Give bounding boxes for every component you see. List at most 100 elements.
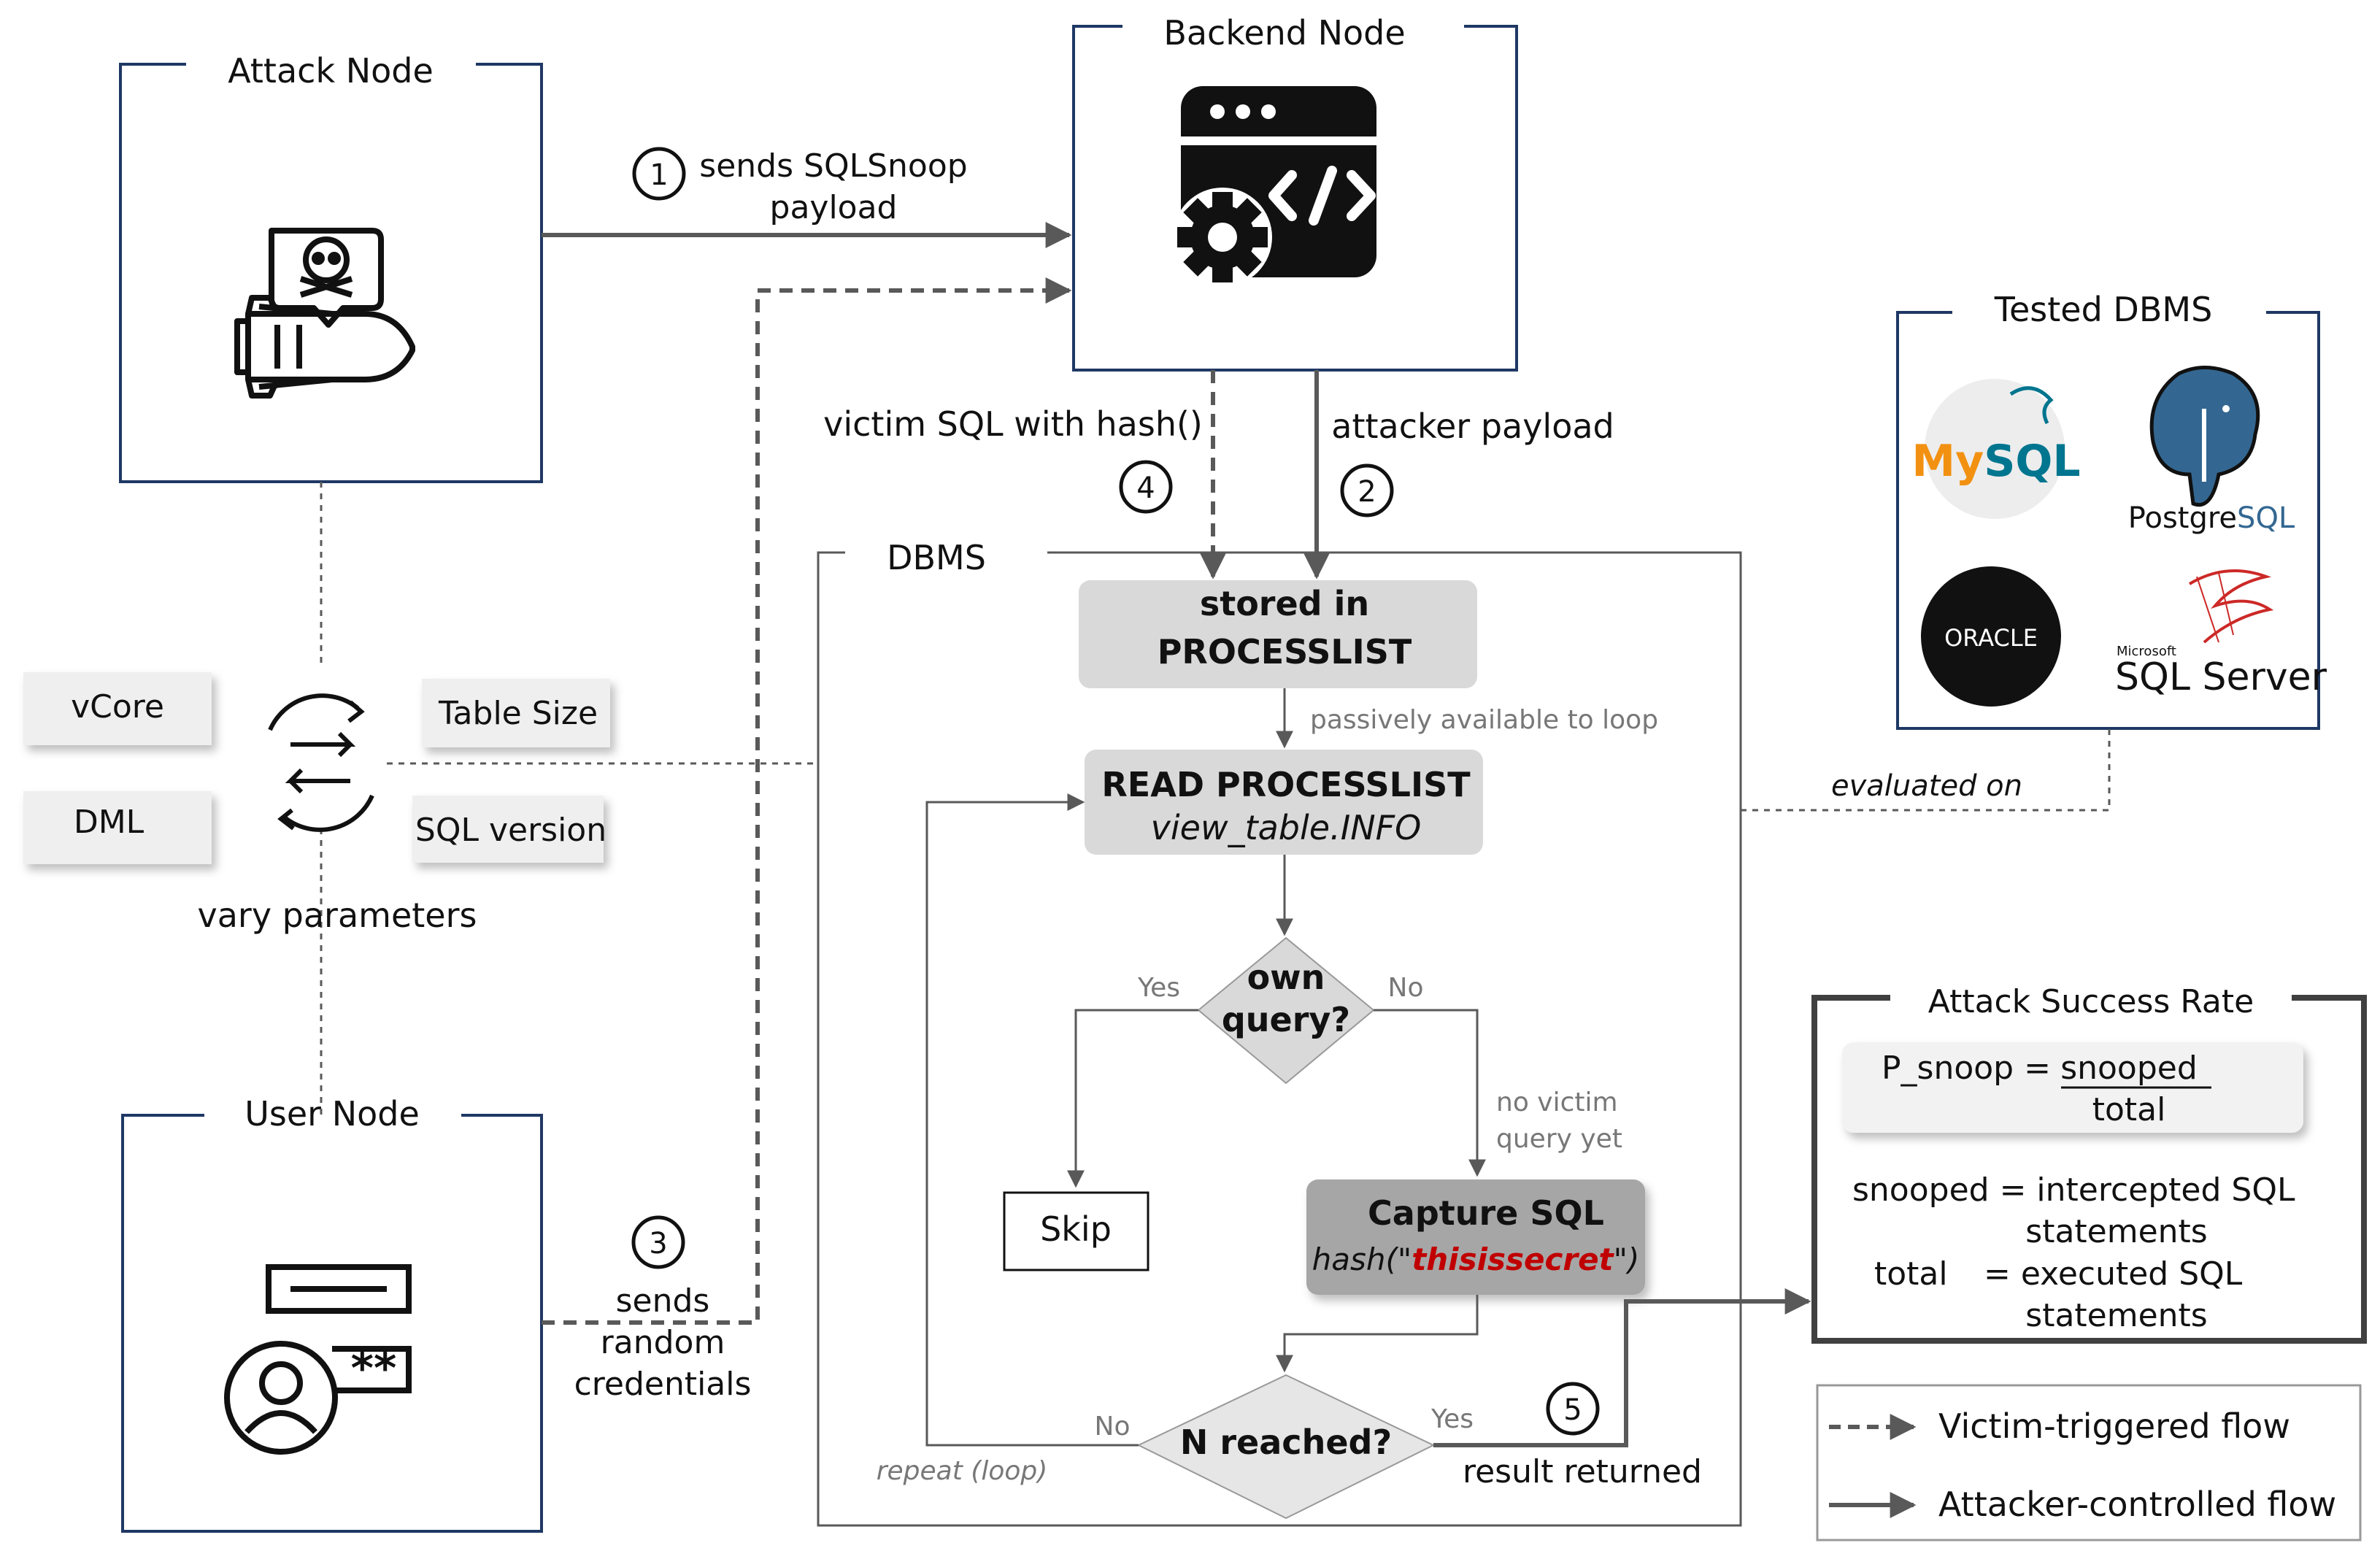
- step-3-label-line2: random: [601, 1324, 725, 1361]
- evaluated-on-link: evaluated on: [1741, 728, 2111, 812]
- tested-dbms-title: Tested DBMS: [1994, 290, 2213, 329]
- postgresql-logo: PostgreSQL: [2128, 366, 2295, 535]
- svg-text:READ PROCESSLIST: READ PROCESSLIST: [1101, 765, 1471, 804]
- vcore-tag: vCore: [23, 672, 212, 745]
- svg-text:Attacker-controlled flow: Attacker-controlled flow: [1938, 1485, 2336, 1524]
- postgresql-logo-text: PostgreSQL: [2128, 501, 2295, 535]
- passive-label: passively available to loop: [1310, 705, 1658, 735]
- p-snoop-label: P_snoop =: [1882, 1050, 2051, 1087]
- oracle-logo-text: ORACLE: [1944, 624, 2038, 652]
- svg-text:Table Size: Table Size: [438, 695, 598, 732]
- step-2-label: attacker payload: [1331, 407, 1614, 446]
- legend: Victim-triggered flow Attacker-controlle…: [1816, 1384, 2362, 1542]
- step-3-marker: [631, 1215, 685, 1269]
- sqlserver-logo: Microsoft SQL Server: [2115, 569, 2327, 699]
- fraction-denominator: total: [2092, 1091, 2166, 1128]
- def-total-line2: statements: [2025, 1297, 2207, 1334]
- own-query-decision: own query?: [1197, 936, 1375, 1085]
- capture-sql-box: Capture SQL hash("thisissecret"): [1306, 1179, 1645, 1295]
- user-node: User Node **: [121, 1094, 543, 1533]
- success-rate-title: Attack Success Rate: [1928, 983, 2254, 1020]
- svg-text:view_table.INFO: view_table.INFO: [1151, 808, 1422, 847]
- step-1-label-line2: payload: [770, 189, 898, 226]
- step-5-label: result returned: [1463, 1453, 1702, 1490]
- def-total-label: total: [1874, 1255, 1948, 1293]
- oracle-logo: ORACLE: [1921, 566, 2061, 707]
- arrow-attack-to-backend: 1 sends SQLSnoop payload: [542, 147, 1072, 248]
- loop-back-arrow: No repeat (loop): [877, 793, 1139, 1486]
- table-size-tag: Table Size: [422, 679, 610, 747]
- vary-parameters-caption: vary parameters: [198, 896, 477, 935]
- svg-text:No: No: [1388, 973, 1424, 1003]
- n-reached-decision: N reached?: [1136, 1374, 1436, 1520]
- capture-hash: hash("thisissecret"): [1312, 1242, 1640, 1277]
- svg-text:Capture SQL: Capture SQL: [1368, 1193, 1604, 1233]
- svg-text:DML: DML: [74, 804, 145, 841]
- sqlserver-logo-small: Microsoft: [2117, 644, 2176, 659]
- step-5-marker: [1546, 1382, 1600, 1436]
- svg-text:PROCESSLIST: PROCESSLIST: [1158, 632, 1412, 671]
- step-4-label: victim SQL with hash(): [823, 404, 1203, 444]
- read-processlist-box: READ PROCESSLIST view_table.INFO: [1085, 750, 1483, 855]
- step-3-label-line1: sends: [616, 1282, 710, 1320]
- arrow-capture-to-n: [1276, 1295, 1479, 1373]
- svg-text:Yes: Yes: [1430, 1404, 1474, 1434]
- svg-text:own: own: [1247, 958, 1325, 997]
- mysql-logo: MySQL: [1911, 379, 2081, 519]
- svg-text:2: 2: [1357, 475, 1376, 509]
- dml-tag: DML: [23, 791, 212, 864]
- user-credentials-icon: **: [224, 1264, 412, 1455]
- svg-text:4: 4: [1136, 472, 1155, 505]
- no-victim-label-line2: query yet: [1496, 1124, 1622, 1154]
- legend-victim-flow: Victim-triggered flow: [1829, 1406, 2290, 1446]
- fraction-numerator: snooped: [2060, 1050, 2198, 1087]
- def-snooped-line1: snooped = intercepted SQL: [1852, 1171, 2295, 1209]
- svg-text:Yes: Yes: [1137, 973, 1180, 1003]
- no-victim-label-line1: no victim: [1496, 1088, 1618, 1117]
- step-1-marker: [632, 147, 686, 201]
- attack-success-rate-box: Attack Success Rate P_snoop = snooped to…: [1811, 983, 2367, 1344]
- svg-text:SQL version: SQL version: [415, 812, 606, 849]
- arrow-stored-to-read: passively available to loop: [1276, 688, 1658, 749]
- svg-text:evaluated on: evaluated on: [1831, 769, 2022, 803]
- svg-text:stored in: stored in: [1200, 584, 1369, 623]
- branch-no-capture: No no victim query yet: [1374, 973, 1622, 1177]
- step-2-marker: [1340, 463, 1394, 517]
- user-node-title: User Node: [244, 1094, 420, 1134]
- mysql-logo-text: MySQL: [1911, 436, 2080, 487]
- sql-version-tag: SQL version: [412, 796, 606, 863]
- skull-spaceship-icon: [234, 228, 415, 399]
- stored-processlist-box: stored in PROCESSLIST: [1079, 580, 1477, 688]
- svg-text:No: No: [1095, 1412, 1131, 1442]
- attack-node: Attack Node: [119, 51, 543, 483]
- arrow-backend-victim-sql: victim SQL with hash() 4: [823, 370, 1226, 580]
- svg-text:Skip: Skip: [1040, 1209, 1112, 1249]
- step-3-label-line3: credentials: [574, 1366, 752, 1403]
- svg-text:N reached?: N reached?: [1180, 1423, 1392, 1462]
- svg-text:Victim-triggered flow: Victim-triggered flow: [1938, 1406, 2290, 1446]
- arrow-user-to-backend: 3 sends random credentials: [542, 277, 1072, 1403]
- skip-box: Skip: [1003, 1191, 1149, 1271]
- def-snooped-line2: statements: [2025, 1213, 2207, 1250]
- backend-node: Backend Node: [1072, 13, 1518, 372]
- step-4-marker: [1119, 460, 1173, 514]
- arrow-backend-attacker-payload: attacker payload 2: [1303, 370, 1614, 580]
- dbms-title: DBMS: [887, 538, 986, 577]
- code-gear-window-icon: [1173, 86, 1376, 287]
- backend-node-title: Backend Node: [1163, 13, 1405, 53]
- arrow-result-to-success: Yes 5 result returned: [1430, 1288, 1811, 1490]
- sqlserver-logo-text: SQL Server: [2115, 655, 2327, 699]
- branch-yes-skip: Yes: [1067, 973, 1198, 1188]
- svg-text:1: 1: [650, 158, 668, 192]
- parameters-group: vCore DML Table Size SQL version vary pa…: [23, 482, 818, 1115]
- svg-text:query?: query?: [1222, 1000, 1350, 1039]
- refresh-swap-icon: [268, 693, 374, 832]
- step-1-label-line1: sends SQLSnoop: [699, 147, 967, 185]
- svg-text:5: 5: [1563, 1393, 1582, 1427]
- svg-text:3: 3: [649, 1227, 667, 1261]
- dbms-container: DBMS: [817, 538, 1742, 1527]
- svg-text:**: **: [351, 1343, 397, 1394]
- legend-attacker-flow: Attacker-controlled flow: [1829, 1485, 2336, 1524]
- tested-dbms-box: Tested DBMS MySQL PostgreSQL ORACLE Micr…: [1896, 290, 2327, 730]
